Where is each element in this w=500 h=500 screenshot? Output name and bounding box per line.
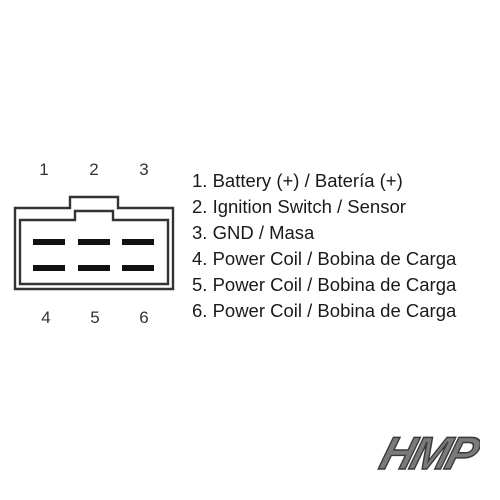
legend-item: 4. Power Coil / Bobina de Carga bbox=[192, 248, 457, 269]
terminal-slot-2 bbox=[78, 239, 110, 245]
legend-item: 3. GND / Masa bbox=[192, 222, 315, 243]
legend-item: 5. Power Coil / Bobina de Carga bbox=[192, 274, 457, 295]
connector-inner-outline bbox=[18, 209, 170, 286]
pin-legend: 1. Battery (+) / Batería (+) 2. Ignition… bbox=[192, 168, 456, 324]
logo-text: HMP bbox=[375, 428, 480, 477]
pin-number-2: 2 bbox=[89, 160, 99, 179]
connector-housing bbox=[13, 195, 175, 291]
legend-item: 1. Battery (+) / Batería (+) bbox=[192, 170, 403, 191]
terminal-slot-6 bbox=[122, 265, 154, 271]
legend-item: 6. Power Coil / Bobina de Carga bbox=[192, 300, 457, 321]
hmp-logo: HMP bbox=[374, 427, 480, 477]
pin-number-3: 3 bbox=[139, 160, 149, 179]
terminal-slot-1 bbox=[33, 239, 65, 245]
terminal-slot-5 bbox=[78, 265, 110, 271]
pin-number-6: 6 bbox=[139, 308, 149, 327]
terminal-slot-3 bbox=[122, 239, 154, 245]
pin-number-5: 5 bbox=[90, 308, 100, 327]
terminal-slot-4 bbox=[33, 265, 65, 271]
legend-item: 2. Ignition Switch / Sensor bbox=[192, 196, 406, 217]
pin-number-1: 1 bbox=[39, 160, 49, 179]
pin-number-4: 4 bbox=[41, 308, 51, 327]
